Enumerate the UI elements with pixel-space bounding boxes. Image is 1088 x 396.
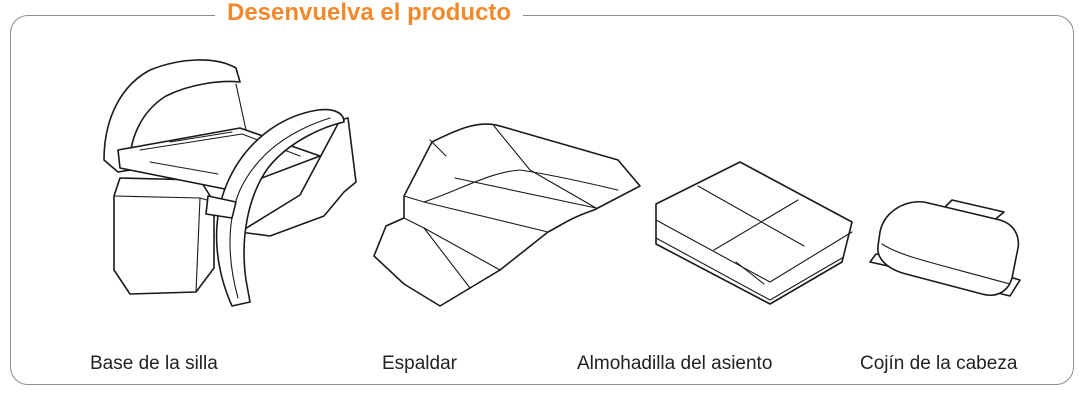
- chair-base-illustration: [103, 59, 357, 307]
- item-label-seat-pad: Almohadilla del asiento: [577, 353, 773, 374]
- item-label-chair-base: Base de la silla: [90, 353, 218, 374]
- item-label-head-cushion: Cojín de la cabeza: [860, 353, 1018, 374]
- seat-pad-illustration: [655, 161, 853, 305]
- backrest-illustration: [373, 123, 641, 307]
- item-label-backrest: Espaldar: [382, 353, 457, 374]
- content-frame: [10, 15, 1074, 385]
- section-title: Desenvuelva el producto: [215, 0, 524, 28]
- head-cushion-illustration: [869, 199, 1021, 297]
